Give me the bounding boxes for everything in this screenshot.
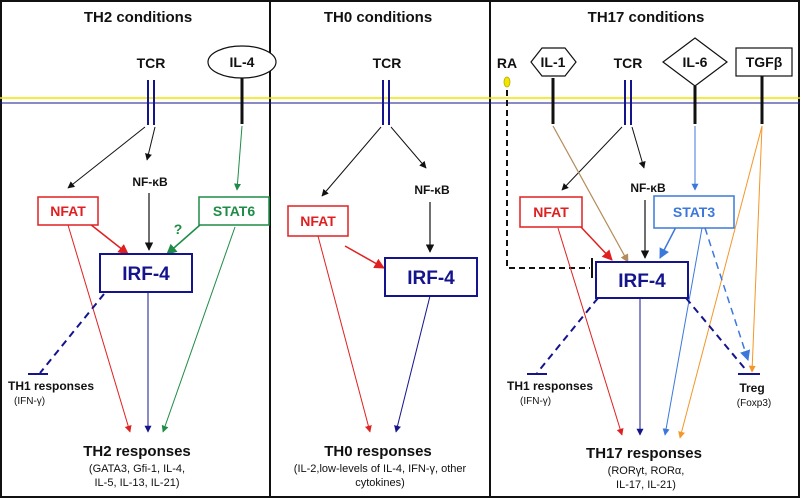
- th0-output-line-1: (IL-2,low-levels of IL-4, IFN-γ, other: [294, 463, 467, 475]
- th2-nfat-label: NFAT: [50, 203, 86, 219]
- th2-arrow-stat6-irf4: [166, 224, 201, 255]
- th17-th1-sub: (IFN-γ): [520, 396, 551, 407]
- th17-tcr-receptor: [624, 80, 632, 125]
- th17-arrow-il1-irf4: [552, 125, 629, 263]
- th17-arrow-stat3-out: [662, 227, 703, 436]
- th17-nfat-box: [519, 196, 583, 228]
- th2-irf4-box: [99, 253, 193, 293]
- th0-arrow-irf4-out: [394, 295, 431, 433]
- th2-arrow-nfat-out: [67, 224, 132, 433]
- th2-arrow-stat6-out: [161, 226, 236, 433]
- th2-arrow-tcr-nfkb: [145, 126, 156, 161]
- th2-output-line-2: IL-5, IL-13, IL-21): [95, 477, 180, 489]
- th17-nfat-label: NFAT: [533, 204, 569, 220]
- th17-arrow-stat3-irf4: [659, 226, 677, 259]
- th17-tcr-label: TCR: [614, 55, 643, 71]
- th2-arrow-nfat-irf4: [89, 223, 129, 255]
- th17-ra-label: RA: [497, 55, 517, 71]
- panel-th0-title: TH0 conditions: [324, 9, 432, 26]
- th2-nfat-box: [37, 196, 99, 226]
- th0-nfat-box: [287, 205, 349, 237]
- th2-irf4-label: IRF-4: [122, 264, 170, 285]
- th0-arrow-tcr-nfat: [321, 126, 382, 197]
- th2-inhibit-th1: [28, 293, 105, 375]
- th17-arrow-tcr-nfat: [561, 126, 623, 191]
- th2-th1-label: TH1 responses: [8, 379, 94, 393]
- th0-tcr-receptor: [382, 80, 390, 125]
- th2-tcr-label: TCR: [137, 55, 166, 71]
- th0-nfat-label: NFAT: [300, 213, 336, 229]
- th0-arrow-tcr-nfkb: [390, 126, 427, 169]
- th2-th1-sub: (IFN-γ): [14, 396, 45, 407]
- th17-inhibit-th1: [527, 297, 599, 375]
- th17-arrow-nfat-irf4: [579, 225, 613, 261]
- th17-output-line-1: (RORγt, RORα,: [608, 465, 685, 477]
- th17-ra-molecule: [503, 76, 511, 88]
- th2-nfkb-label: NF-κB: [132, 175, 168, 189]
- th17-stat3-label: STAT3: [673, 204, 715, 220]
- panel-th17: TH17 conditions RA IL-1 TCR IL-6 TGFβ: [497, 9, 793, 491]
- th17-inhibit-treg: [685, 297, 760, 375]
- th17-arrow-tcr-nfkb: [631, 126, 646, 169]
- th2-output-label: TH2 responses: [83, 443, 191, 460]
- th17-il6-label: IL-6: [683, 54, 708, 70]
- th0-arrow-nfat-irf4: [344, 245, 385, 269]
- th17-output-label: TH17 responses: [586, 445, 702, 462]
- panel-th0: TH0 conditions TCR NFAT NF-κB IRF-4 TH0 …: [287, 9, 478, 489]
- th0-nfkb-label: NF-κB: [414, 183, 450, 197]
- th17-ra-inhibit-irf4: [506, 90, 593, 278]
- th17-il1-label: IL-1: [541, 54, 566, 70]
- th17-arrow-tgfb-out: [678, 125, 763, 439]
- th2-arrow-il4-stat6: [234, 125, 243, 191]
- th17-tgfb-box: [735, 47, 793, 77]
- th17-irf4-label: IRF-4: [618, 271, 666, 292]
- th17-stat3-box: [653, 195, 735, 229]
- th0-irf4-box: [384, 257, 478, 297]
- th17-arrow-tgfb-treg: [748, 125, 763, 373]
- th0-irf4-label: IRF-4: [407, 268, 455, 289]
- th17-nfkb-label: NF-κB: [630, 181, 666, 195]
- panel-th2: TH2 conditions TCR IL-4 NFAT NF-κB STAT6…: [8, 9, 277, 489]
- th2-question-mark: ?: [174, 221, 183, 237]
- th2-output-line-1: (GATA3, Gfi-1, IL-4,: [89, 463, 185, 475]
- th17-treg-label: Treg: [739, 381, 764, 395]
- th17-th1-label: TH1 responses: [507, 379, 593, 393]
- th17-arrow-nfat-out: [557, 227, 624, 436]
- th2-stat6-label: STAT6: [213, 203, 255, 219]
- th2-arrow-tcr-nfat: [67, 126, 146, 189]
- th0-arrow-nfat-out: [317, 235, 372, 433]
- th17-irf4-box: [595, 261, 689, 299]
- th17-treg-sub: (Foxp3): [737, 398, 771, 409]
- th17-il1-hexagon: [530, 47, 577, 77]
- panel-th2-title: TH2 conditions: [84, 9, 192, 26]
- th17-output-line-2: IL-17, IL-21): [616, 479, 676, 491]
- th0-output-line-2: cytokines): [355, 477, 405, 489]
- th2-tcr-receptor: [147, 80, 155, 125]
- th0-output-label: TH0 responses: [324, 443, 432, 460]
- th17-arrow-stat3-treg: [704, 227, 751, 361]
- th2-il4-label: IL-4: [230, 54, 255, 70]
- th0-tcr-label: TCR: [373, 55, 402, 71]
- th17-tgfb-label: TGFβ: [746, 54, 783, 70]
- panel-th17-title: TH17 conditions: [588, 9, 705, 26]
- th2-stat6-box: [198, 196, 270, 226]
